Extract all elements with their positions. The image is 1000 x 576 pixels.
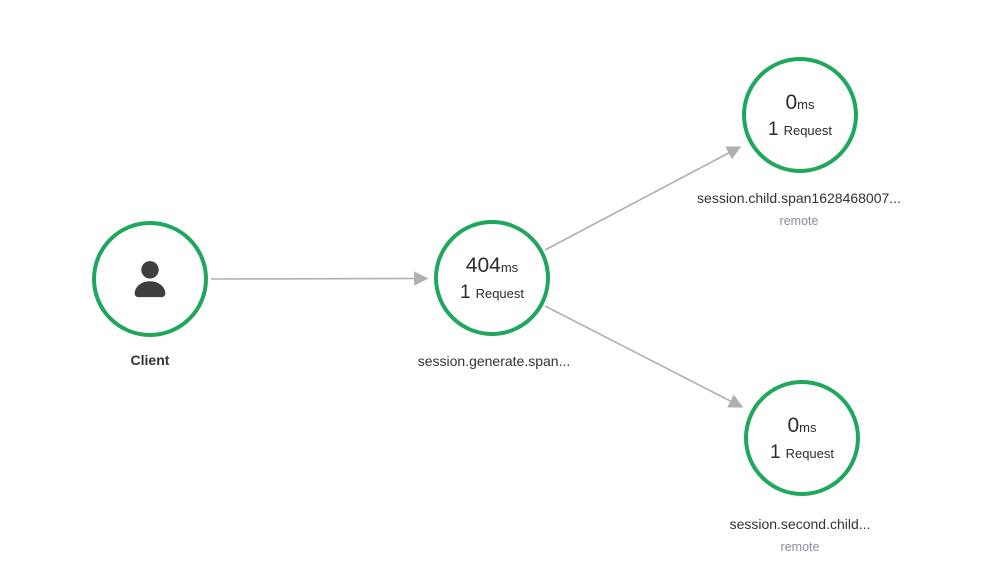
- node-label-session-generate: session.generate.span...: [417, 353, 571, 369]
- node-label-session-second-child: session.second.child...: [729, 516, 871, 532]
- duration-value: 0: [787, 413, 800, 437]
- duration-unit: ms: [797, 96, 815, 112]
- duration-metric: 404 ms: [466, 255, 518, 276]
- remote-badge-session-child: remote: [779, 214, 819, 228]
- request-metric: 1 Request: [768, 120, 832, 139]
- node-session-generate[interactable]: 404 ms 1 Request: [434, 220, 550, 336]
- duration-metric: 0 ms: [785, 92, 814, 113]
- request-word: Request: [785, 445, 834, 461]
- edge-client-to-generate: [210, 271, 429, 286]
- remote-badge-session-second-child: remote: [780, 540, 820, 554]
- node-client[interactable]: [92, 221, 208, 337]
- request-metric: 1 Request: [770, 443, 834, 462]
- person-icon: [129, 258, 171, 300]
- node-label-session-child: session.child.span1628468007...: [697, 190, 901, 206]
- request-count: 1: [768, 118, 779, 140]
- duration-value: 0: [785, 90, 798, 114]
- request-metric: 1 Request: [460, 283, 524, 302]
- duration-unit: ms: [500, 259, 519, 275]
- request-count: 1: [770, 441, 781, 463]
- node-label-client: Client: [130, 352, 170, 368]
- duration-value: 404: [465, 253, 501, 277]
- request-word: Request: [783, 122, 832, 138]
- request-count: 1: [460, 281, 471, 303]
- node-session-second-child[interactable]: 0 ms 1 Request: [744, 380, 860, 496]
- request-word: Request: [475, 285, 524, 301]
- node-session-child[interactable]: 0 ms 1 Request: [742, 57, 858, 173]
- duration-metric: 0 ms: [787, 415, 816, 436]
- duration-unit: ms: [799, 419, 817, 435]
